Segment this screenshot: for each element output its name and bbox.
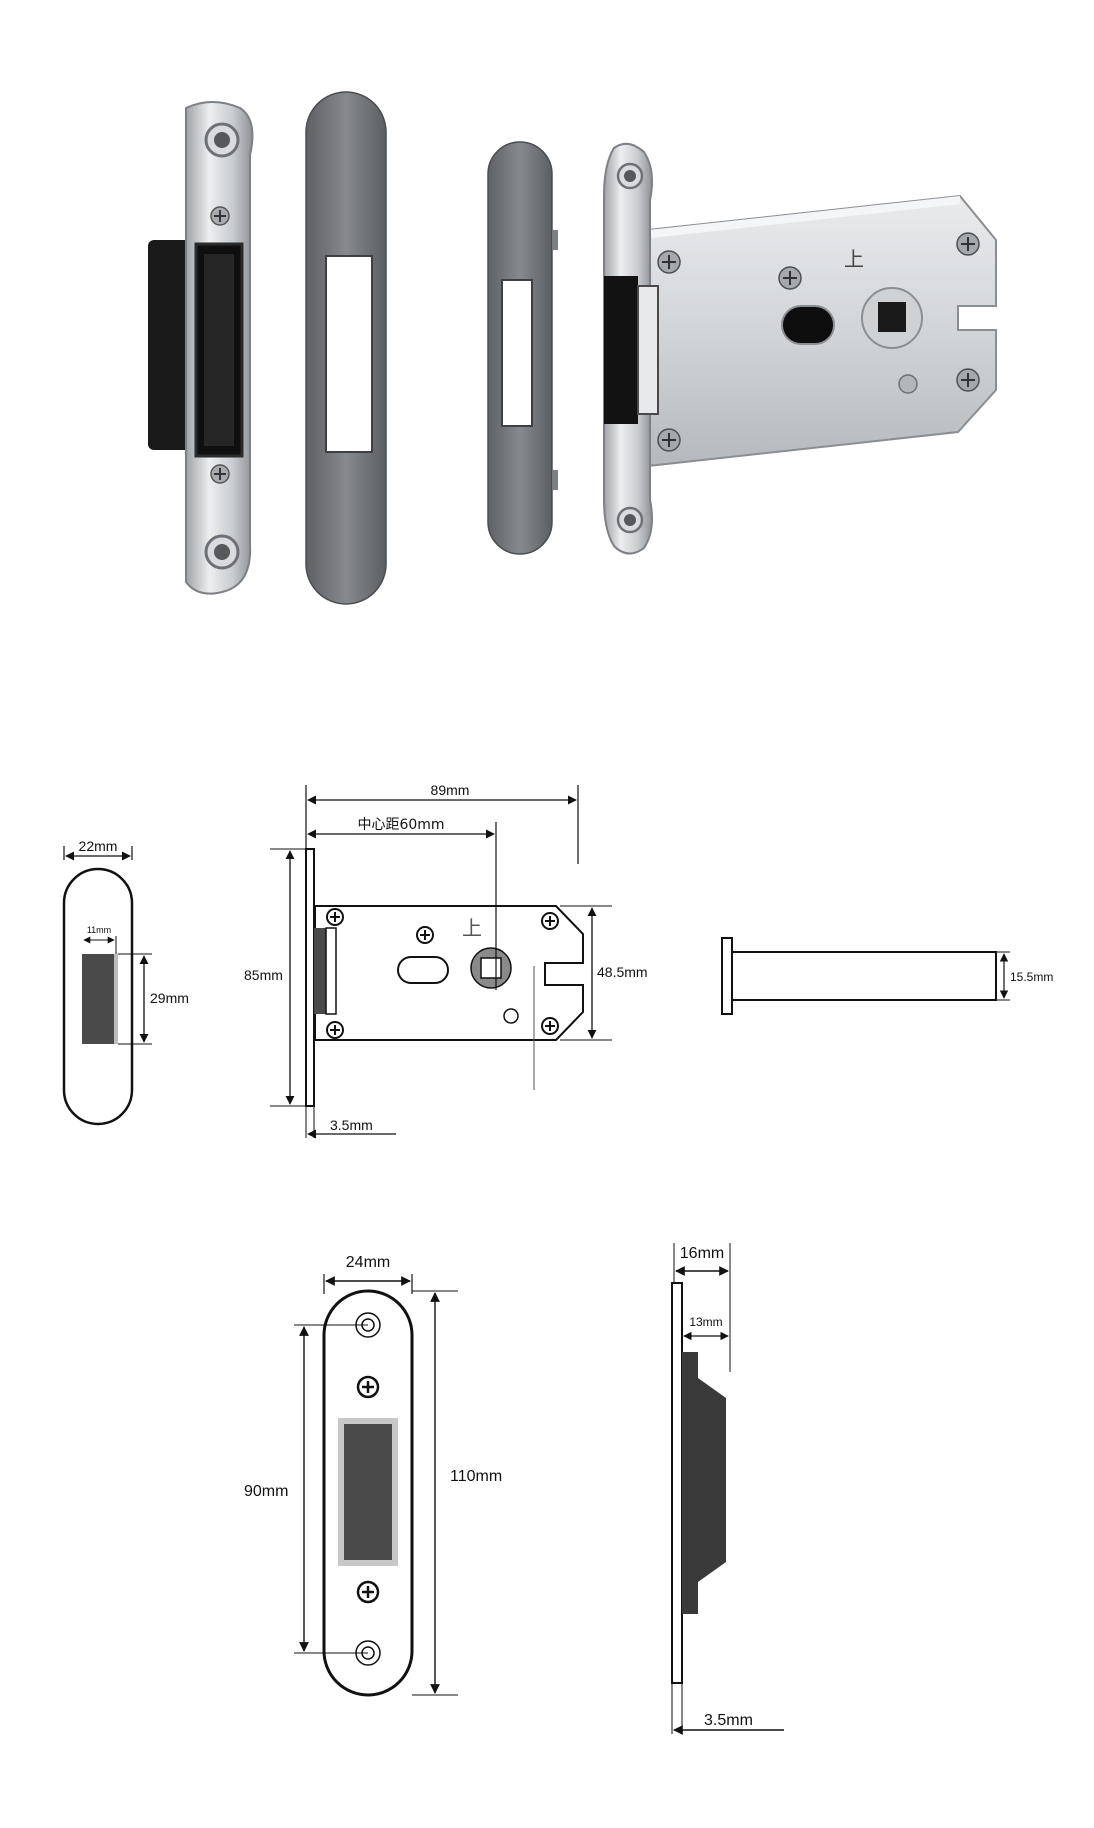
strike-front-drawing: 22mm 11mm 29mm bbox=[62, 838, 189, 1126]
large-strike-front-drawing: 24mm 90mm 110mm bbox=[244, 1254, 502, 1697]
faceplate-height-label: 85mm bbox=[244, 967, 283, 983]
plate-width-label: 24mm bbox=[346, 1254, 390, 1271]
opening-width-label: 11mm bbox=[87, 925, 111, 935]
opening-height-label: 29mm bbox=[150, 990, 189, 1006]
plate-length-label: 110mm bbox=[450, 1468, 502, 1485]
box-depth-label: 13mm bbox=[689, 1315, 722, 1329]
case-height-label: 48.5mm bbox=[597, 964, 648, 980]
lock-face-cover-plate-icon bbox=[487, 141, 558, 555]
lock-body-front-drawing: 上 89mm 中心距60mm 85mm 48.5mm 3.5mm bbox=[244, 782, 648, 1139]
overall-depth-side-label: 16mm bbox=[680, 1245, 724, 1262]
hole-spacing-label: 90mm bbox=[244, 1483, 288, 1500]
case-marking-label: 上 bbox=[844, 247, 864, 271]
strike-cover-plate-icon bbox=[305, 91, 387, 605]
overall-depth-label: 89mm bbox=[431, 782, 470, 798]
case-thickness-label: 15.5mm bbox=[1010, 970, 1053, 984]
faceplate-thickness-label: 3.5mm bbox=[330, 1117, 373, 1133]
center-distance-label: 中心距60mm bbox=[357, 817, 444, 833]
strike-width-label: 22mm bbox=[79, 838, 118, 854]
large-strike-side-drawing: 16mm 13mm 3.5mm bbox=[671, 1243, 784, 1735]
plate-thickness-label: 3.5mm bbox=[704, 1712, 753, 1729]
case-marking-drawing-label: 上 bbox=[462, 916, 482, 940]
magnetic-lock-body-icon: 上 bbox=[603, 142, 997, 555]
lock-body-side-drawing: 15.5mm bbox=[721, 937, 1053, 1015]
strike-plate-icon bbox=[148, 101, 254, 595]
